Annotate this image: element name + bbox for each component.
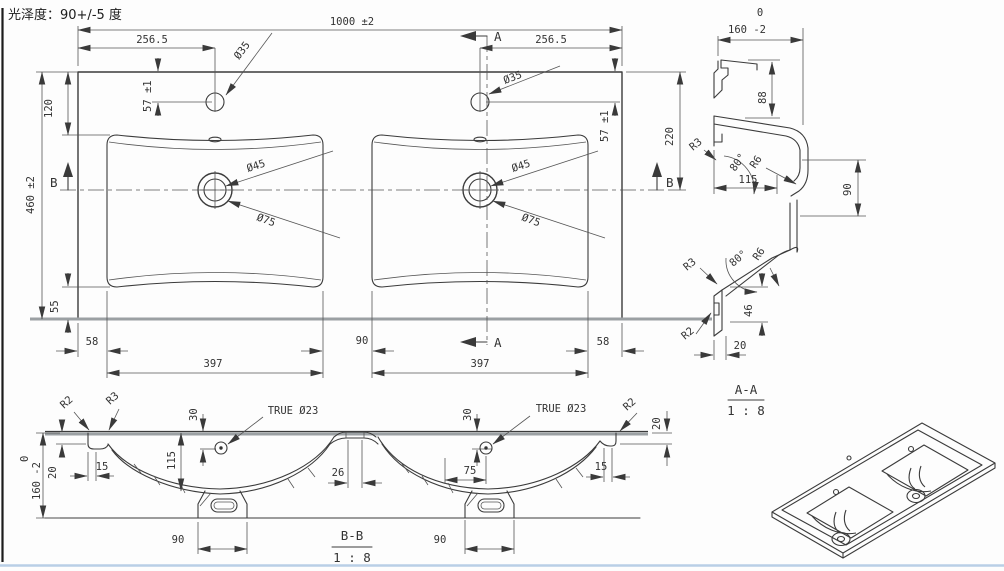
basin-left bbox=[106, 134, 324, 288]
svg-text:A: A bbox=[494, 29, 502, 44]
iso-overflow-mark bbox=[846, 455, 852, 461]
bb-boss-width-left: 90 bbox=[172, 534, 185, 546]
iso-bowl-right bbox=[881, 444, 969, 504]
dim-basin-gap: 90 bbox=[356, 335, 369, 347]
iso-counter-thickness bbox=[771, 463, 996, 559]
aa-rim-width: 115 bbox=[739, 174, 758, 186]
dim-drain-outer-right: Ø75 bbox=[520, 212, 542, 230]
dim-basin-width-right: 397 bbox=[471, 358, 490, 370]
bb-dimensions: 0 160 -2 20 15 R2 R3 30 TRUE Ø23 1 bbox=[19, 390, 672, 554]
bb-scale-text: 1 : 8 bbox=[333, 550, 371, 565]
dim-edge-margin-right: 58 bbox=[597, 336, 610, 348]
dim-basin-to-front: 55 bbox=[49, 300, 61, 313]
aa-apron-profile bbox=[713, 246, 799, 337]
bb-overflow-point-left bbox=[214, 441, 228, 455]
aa-depth-tol: 0 bbox=[757, 7, 763, 19]
bb-overflow-offset-right: 75 bbox=[464, 465, 477, 477]
svg-text:B: B bbox=[666, 175, 674, 190]
dim-drain-inner-left: Ø45 bbox=[245, 158, 267, 175]
aa-apron-height: 46 bbox=[743, 304, 755, 317]
section-marker-a-top: A bbox=[460, 29, 502, 44]
bb-title-text: B-B bbox=[341, 528, 364, 543]
bb-rim-drop-left: 20 bbox=[47, 466, 59, 479]
bb-height-dim: 160 -2 bbox=[31, 462, 43, 500]
bb-divider bbox=[329, 431, 379, 445]
bb-boss-width-right: 90 bbox=[434, 534, 447, 546]
dim-faucet-setback-left: 57 ±1 bbox=[142, 80, 154, 112]
section-aa-view: 0 160 -2 88 80° R3 R6 115 90 80° R3 bbox=[679, 7, 866, 418]
bb-drain-boss-left bbox=[197, 490, 248, 519]
dim-faucet-offset-right: 256.5 bbox=[535, 34, 567, 46]
dim-faucet-dia-left: Ø35 bbox=[232, 39, 253, 61]
page-border bbox=[0, 8, 1004, 567]
section-marker-a-bottom: A bbox=[460, 335, 502, 350]
aa-angle-top: 80° bbox=[728, 151, 749, 173]
dim-overall-width: 1000 ±2 bbox=[330, 16, 374, 28]
aa-dimensions: 0 160 -2 88 80° R3 R6 115 90 80° R3 bbox=[679, 7, 866, 360]
bb-r2-right: R2 bbox=[621, 396, 638, 413]
bb-overflow-note-left: TRUE Ø23 bbox=[268, 405, 319, 417]
bb-rim-width-left: 15 bbox=[96, 461, 109, 473]
dim-back-edge-to-basin: 120 bbox=[43, 99, 55, 118]
bb-r3-left: R3 bbox=[104, 390, 121, 407]
dim-overall-depth: 460 ±2 bbox=[25, 176, 37, 214]
bb-rim-drop-right: 20 bbox=[651, 417, 663, 430]
aa-scale-text: 1 : 8 bbox=[727, 403, 765, 418]
aa-title-text: A-A bbox=[735, 382, 758, 397]
aa-back-profile bbox=[713, 59, 758, 99]
overflow-hole-right bbox=[473, 136, 487, 143]
aa-rim-profile bbox=[713, 115, 809, 253]
bb-divider-width: 26 bbox=[332, 467, 345, 479]
bb-overflow-point-right bbox=[479, 441, 493, 455]
bb-right-bowl bbox=[377, 432, 617, 495]
iso-bowl-left bbox=[806, 486, 894, 547]
plan-view: A A B B 1000 ±2 256.5 256.5 bbox=[25, 16, 712, 378]
aa-title: A-A 1 : 8 bbox=[727, 382, 765, 418]
aa-back-height: 88 bbox=[757, 91, 769, 104]
aa-r6-bottom: R6 bbox=[751, 245, 768, 262]
svg-text:B: B bbox=[50, 175, 58, 190]
aa-r3-top: R3 bbox=[687, 136, 704, 153]
dim-drain-inner-right: Ø45 bbox=[510, 158, 532, 175]
overflow-hole-left bbox=[208, 136, 222, 143]
bb-bowl-depth: 115 bbox=[166, 451, 178, 470]
basin-right bbox=[371, 134, 589, 288]
bb-overflow-note-right: TRUE Ø23 bbox=[536, 403, 587, 415]
aa-depth-dim: 160 -2 bbox=[728, 24, 766, 36]
aa-r6-top: R6 bbox=[748, 153, 765, 170]
isometric-view bbox=[771, 422, 996, 559]
plan-dimensions: 1000 ±2 256.5 256.5 57 ±1 57 ±1 120 460 … bbox=[25, 16, 686, 378]
aa-r2: R2 bbox=[679, 325, 696, 342]
dim-edge-margin-left: 58 bbox=[86, 336, 99, 348]
gloss-note: 光泽度：90+/-5 度 bbox=[8, 7, 122, 23]
aa-angle-bottom: 80° bbox=[727, 248, 749, 269]
bb-rim-width-right: 15 bbox=[595, 461, 608, 473]
aa-r3-bottom: R3 bbox=[681, 256, 698, 273]
svg-text:A: A bbox=[494, 335, 502, 350]
aa-wall-gap: 90 bbox=[842, 183, 854, 196]
bb-title: B-B 1 : 8 bbox=[331, 528, 373, 565]
bb-height-tol: 0 bbox=[19, 456, 31, 462]
dim-back-to-centerline: 220 bbox=[664, 127, 676, 146]
section-bb-view: 0 160 -2 20 15 R2 R3 30 TRUE Ø23 1 bbox=[19, 390, 672, 565]
dim-faucet-setback-right: 57 ±1 bbox=[599, 110, 611, 142]
counter-outline bbox=[77, 71, 623, 320]
bb-drain-boss-right bbox=[464, 490, 515, 519]
dim-basin-width-left: 397 bbox=[204, 358, 223, 370]
bb-overflow-drop-right: 30 bbox=[462, 408, 474, 421]
bb-left-bowl bbox=[87, 432, 335, 495]
dim-faucet-offset-left: 256.5 bbox=[136, 34, 168, 46]
aa-apron-width: 20 bbox=[734, 340, 747, 352]
section-marker-b-left: B bbox=[50, 162, 73, 191]
section-marker-b-right: B bbox=[652, 162, 674, 191]
bb-overflow-drop-left: 30 bbox=[188, 408, 200, 421]
bb-r2-left: R2 bbox=[58, 394, 75, 411]
dim-drain-outer-left: Ø75 bbox=[255, 212, 277, 230]
